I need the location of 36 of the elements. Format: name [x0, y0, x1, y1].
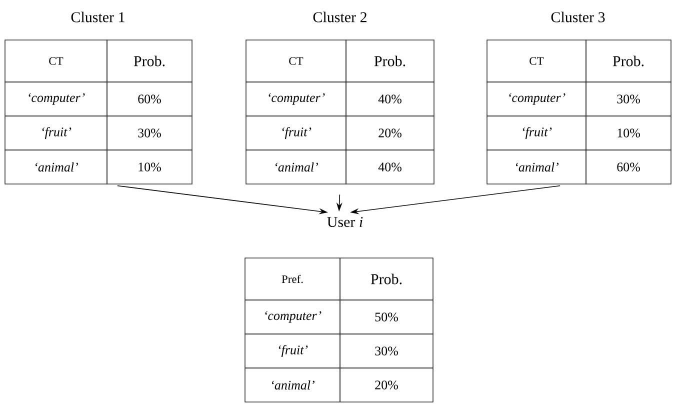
table-heading: Cluster 2: [313, 12, 366, 22]
table-cell: ‘computer’: [4, 82, 108, 116]
table-cell: ‘computer’: [246, 82, 346, 116]
table-cell: Prob.: [106, 40, 192, 82]
table-cell: Prob.: [340, 258, 434, 300]
table-heading: Cluster 1: [71, 12, 124, 22]
table-cell: 10%: [586, 116, 672, 150]
table-cell: 40%: [346, 82, 434, 116]
table-cell: 40%: [346, 150, 434, 184]
table-cell: ‘computer’: [486, 82, 586, 116]
table-heading: Cluster 3: [551, 12, 605, 22]
table-cell: Prob.: [586, 40, 672, 82]
table-cell: ‘fruit’: [486, 116, 586, 150]
table-cell: 10%: [106, 150, 192, 184]
table-cell: CT: [486, 40, 586, 82]
table-cell: ‘computer’: [244, 300, 340, 334]
table-cell: 30%: [106, 116, 192, 150]
table-cell: 20%: [346, 116, 434, 150]
table-cell: 20%: [340, 368, 434, 402]
table-cell: ‘fruit’: [244, 334, 340, 368]
table-heading: User i: [327, 216, 363, 228]
table-cell: ‘fruit’: [246, 116, 346, 150]
table-cell: ‘fruit’: [4, 116, 108, 150]
table-cell: ‘animal’: [4, 150, 108, 184]
table-cell: Prob.: [346, 40, 434, 82]
table-cell: 60%: [106, 82, 192, 116]
table-cell: 50%: [340, 300, 434, 334]
table-cell: ‘animal’: [486, 150, 586, 184]
table-cell: 30%: [340, 334, 434, 368]
table-cell: CT: [4, 40, 108, 82]
table-cell: ‘animal’: [246, 150, 346, 184]
table-cell: Pref.: [244, 258, 340, 300]
table-cell: 30%: [586, 82, 672, 116]
table-cell: 60%: [586, 150, 672, 184]
table-cell: CT: [246, 40, 346, 82]
table-cell: ‘animal’: [244, 368, 340, 402]
